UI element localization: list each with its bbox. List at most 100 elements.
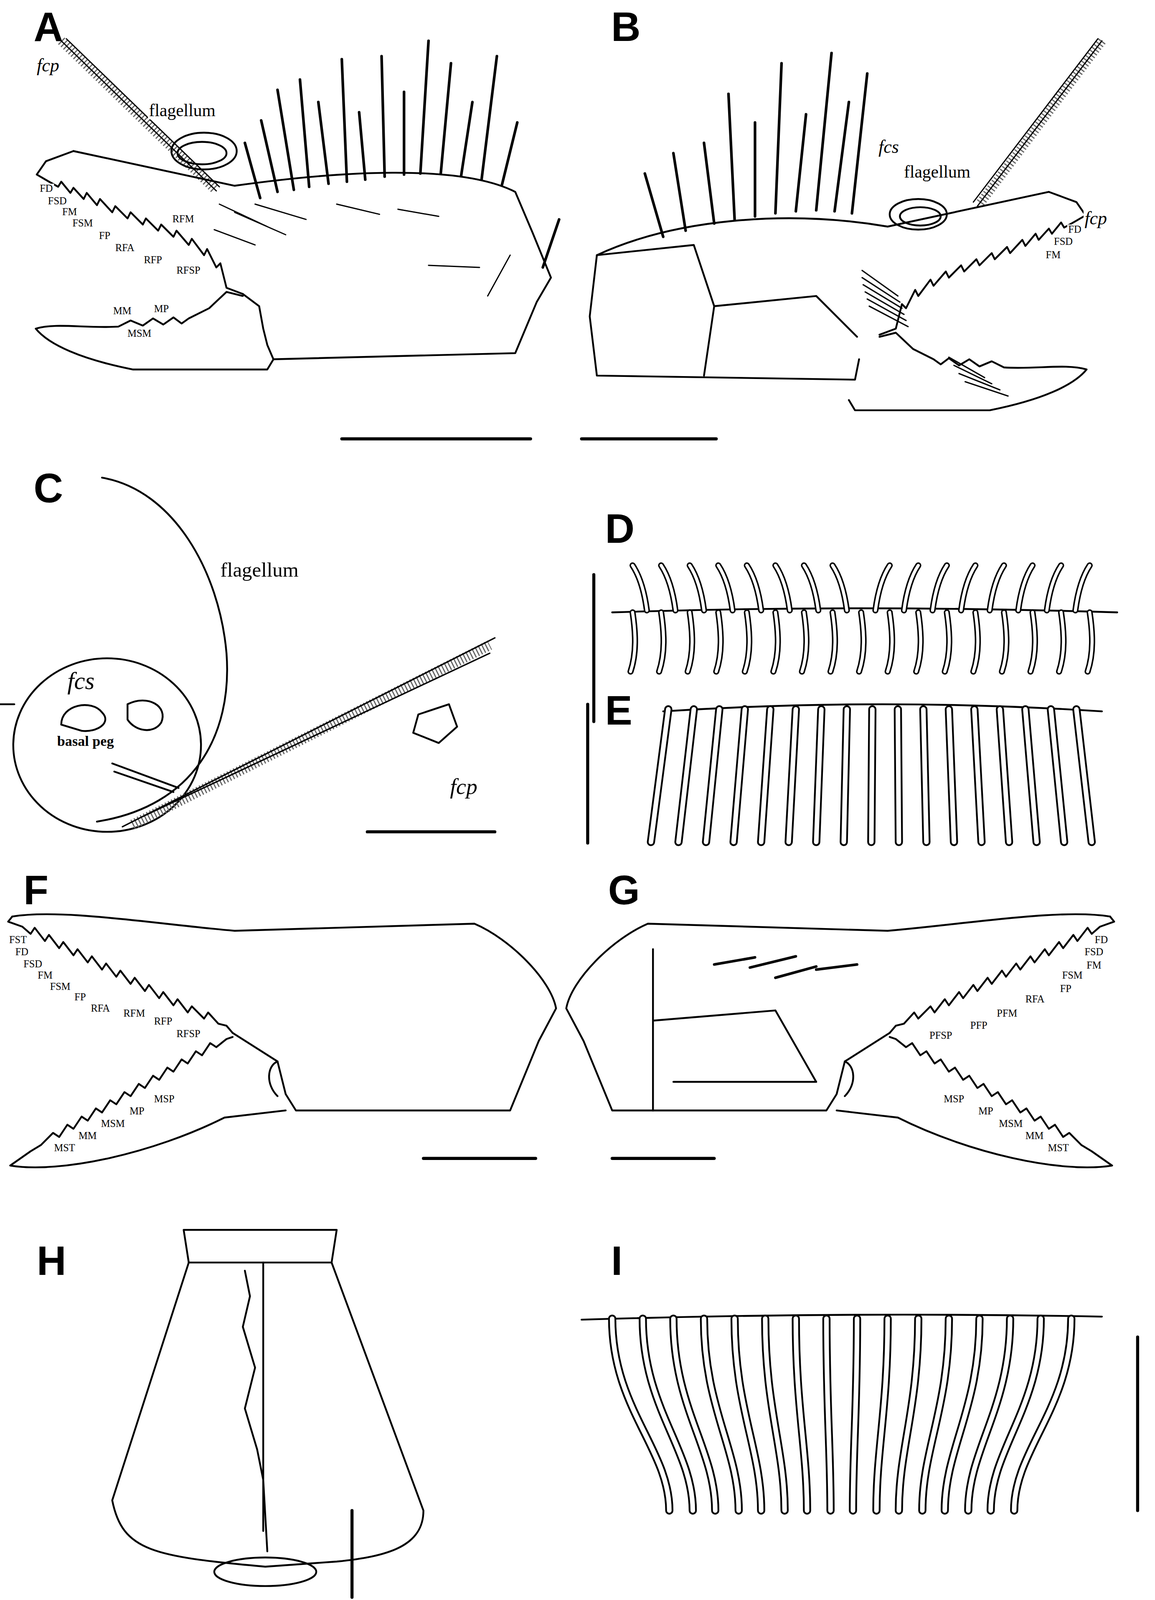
flagellum-coil: [177, 142, 227, 165]
seta-base: [413, 703, 457, 743]
structure-label: PFM: [995, 1007, 1019, 1018]
structure-label: RFP: [152, 1016, 173, 1027]
panel-letter: F: [22, 869, 50, 911]
structure-label: basal peg: [55, 734, 115, 749]
structure-label: MP: [152, 304, 170, 315]
structure-label: flagellum: [903, 163, 972, 181]
seta: [644, 53, 868, 237]
structure-label: FSM: [71, 218, 94, 229]
scale-bar: [423, 1156, 536, 1160]
rallum-base: [663, 703, 1102, 711]
fixed-finger: [36, 150, 243, 294]
structure-label: FP: [73, 991, 87, 1002]
fixed-finger: [889, 916, 1115, 1033]
structure-label: FP: [1058, 983, 1073, 994]
structure-label: FST: [8, 934, 28, 945]
structure-label: MM: [77, 1130, 98, 1141]
structure-label: flagellum: [147, 101, 217, 120]
scale-bar: [586, 703, 589, 843]
structure-label: MM: [1024, 1130, 1045, 1141]
structure-label: RFM: [171, 214, 195, 225]
panel-letter: E: [604, 689, 634, 731]
structure-label: FSD: [1053, 236, 1074, 247]
seta: [244, 40, 559, 268]
panel-f-drawing: [8, 913, 557, 1168]
panel-letter: G: [606, 869, 641, 911]
structure-label: fcs: [877, 137, 901, 157]
scale-bar: [367, 830, 495, 833]
movable-finger: [836, 1036, 1112, 1168]
panel-g-drawing: [566, 913, 1115, 1168]
basal-lobe: [214, 1556, 317, 1586]
hand-segment: [596, 244, 858, 376]
flagellum-base-ring: [13, 657, 201, 832]
structure-label: MP: [128, 1106, 146, 1117]
panel-letter: A: [32, 6, 64, 48]
structure-label: flagellum: [219, 558, 300, 580]
stem-line: [0, 703, 15, 705]
movable-finger: [10, 1036, 286, 1168]
structure-label: MSP: [942, 1093, 966, 1104]
chelal-hand: [73, 150, 551, 359]
blade-outline: [650, 709, 1092, 843]
scale-bar: [581, 437, 716, 441]
structure-label: MM: [112, 306, 133, 317]
serrula-hairs: [862, 270, 1008, 396]
structure-label: fcs: [66, 668, 96, 693]
fine-seta: [214, 204, 511, 297]
structure-label: FSM: [1061, 970, 1084, 981]
structure-label: fcp: [1083, 209, 1109, 228]
seta: [714, 956, 858, 978]
structure-label: FM: [1085, 959, 1103, 970]
blade-outline: [612, 1318, 1072, 1511]
structure-label: RFA: [89, 1002, 112, 1013]
structure-label: FD: [1067, 224, 1083, 235]
structure-label: RFSP: [175, 1028, 202, 1039]
structure-label: RFA: [1024, 993, 1046, 1004]
scale-bar: [1136, 1336, 1140, 1511]
scale-bar: [341, 437, 531, 441]
fcs-lobe: [61, 704, 106, 731]
structure-label: MSP: [152, 1093, 176, 1104]
panel-b-drawing: [581, 38, 1102, 439]
blade-fill: [612, 1318, 1072, 1511]
panel-letter: H: [35, 1239, 67, 1281]
scale-bar: [350, 1510, 354, 1597]
scale-bar: [592, 574, 596, 722]
structure-label: MP: [977, 1106, 995, 1117]
fcs-lobe: [127, 700, 163, 730]
structure-label: FM: [36, 970, 54, 981]
structure-label: FM: [61, 207, 79, 218]
basal-peg: [112, 763, 179, 792]
fixed-finger: [8, 916, 233, 1033]
structure-label: FSD: [46, 195, 68, 206]
structure-label: MST: [1046, 1142, 1070, 1153]
structure-label: RFM: [122, 1007, 146, 1018]
structure-label: FSM: [48, 981, 72, 992]
structure-label: PFSP: [928, 1030, 954, 1041]
panel-letter: D: [604, 507, 636, 549]
movable-finger: [35, 291, 274, 370]
chelal-hand: [12, 913, 556, 1111]
panel-c-drawing: [0, 477, 495, 832]
mirrored-fingers: [848, 191, 1087, 411]
fixed-finger: [879, 191, 1086, 335]
panel-h-drawing: [112, 1229, 424, 1597]
structure-label: FD: [14, 946, 30, 957]
midline: [242, 1261, 268, 1551]
feathered-seta: [132, 644, 490, 825]
panel-letter: I: [610, 1239, 624, 1281]
panel-letter: B: [610, 6, 642, 48]
panel-letter: C: [32, 467, 64, 509]
panel-i-drawing: [581, 1314, 1138, 1511]
structure-label: MSM: [126, 328, 153, 339]
galea-cap: [183, 1229, 337, 1262]
blade-outline: [630, 565, 1092, 672]
blade-fill: [630, 565, 1092, 672]
structure-label: FM: [1044, 249, 1062, 260]
blade-fill: [650, 709, 1092, 843]
structure-label: RFP: [142, 255, 163, 266]
